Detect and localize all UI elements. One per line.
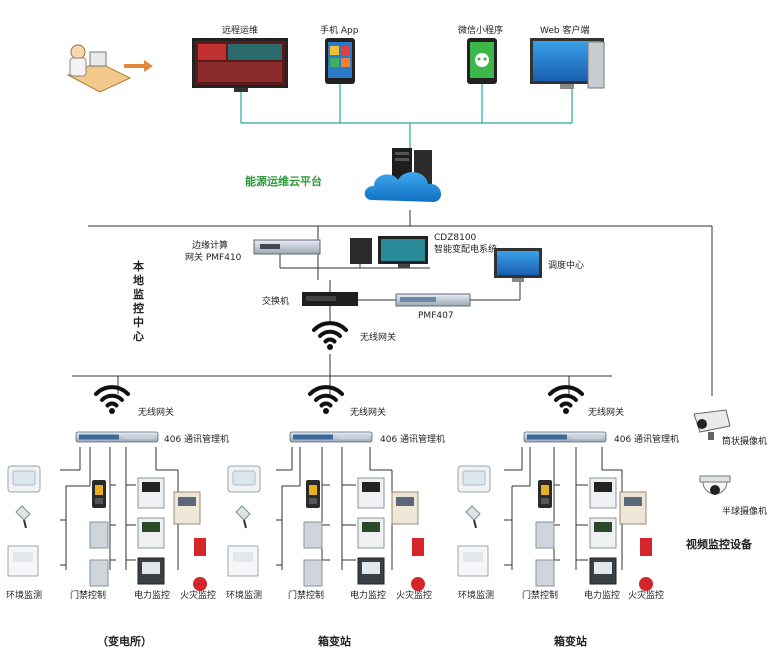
switch-label: 交换机	[262, 295, 289, 307]
fire-alarm-icons	[173, 491, 208, 592]
power-meter-icons	[137, 477, 165, 585]
fire-label: 火灾监控	[180, 589, 216, 601]
cdz-label-1: CDZ8100	[434, 233, 477, 243]
edge-gateway-label-1: 边缘计算	[192, 239, 228, 251]
switch-device	[302, 292, 358, 306]
fire-label: 火灾监控	[396, 589, 432, 601]
station-wireless-label: 无线网关	[588, 406, 624, 418]
door-label: 门禁控制	[522, 589, 558, 601]
station-name: 箱变站	[318, 634, 351, 648]
web-client-label: Web 客户端	[540, 24, 589, 36]
power-label: 电力监控	[350, 589, 386, 601]
wifi-icon	[548, 385, 584, 416]
power-meter-icons	[589, 477, 617, 585]
dome-camera-icon	[699, 475, 731, 495]
mobile-app-phone	[325, 38, 355, 84]
station-manager-label: 406 通讯管理机	[614, 433, 679, 445]
local-center-char: 监	[133, 287, 144, 301]
wifi-icon	[308, 385, 344, 416]
cdz-workstation	[350, 236, 428, 268]
pmf407-label: PMF407	[418, 311, 454, 321]
dispatch-label: 调度中心	[548, 259, 584, 271]
local-center-char: 地	[133, 273, 144, 287]
wifi-icon	[312, 321, 348, 352]
local-center-char: 本	[133, 259, 144, 273]
fire-alarm-icons	[391, 491, 426, 592]
env-sensor-icons	[227, 465, 261, 577]
video-label: 视频监控设备	[686, 537, 753, 551]
dispatch-monitor	[494, 248, 542, 282]
edge-gateway-label-2: 网关 PMF410	[185, 251, 242, 263]
remote-ops-label: 远程运维	[222, 24, 258, 36]
station-name: （变电所）	[97, 634, 152, 648]
operator-icon	[66, 44, 132, 93]
arrow-right-icon	[124, 60, 153, 72]
remote-ops-monitor	[192, 38, 288, 92]
station-name: 箱变站	[554, 634, 587, 648]
station-manager-label: 406 通讯管理机	[380, 433, 445, 445]
comm-manager-device	[523, 431, 607, 443]
connection-lines	[240, 84, 573, 150]
door-label: 门禁控制	[288, 589, 324, 601]
env-label: 环境监测	[6, 589, 42, 601]
env-sensor-icons	[7, 465, 41, 577]
wifi-icon	[94, 385, 130, 416]
station-manager-label: 406 通讯管理机	[164, 433, 229, 445]
mobile-app-label: 手机 App	[320, 24, 359, 36]
cdz-label-2: 智能变配电系统	[434, 243, 497, 255]
door-access-icons	[535, 479, 555, 587]
env-sensor-icons	[457, 465, 491, 577]
door-access-icons	[89, 479, 109, 587]
comm-manager-device	[75, 431, 159, 443]
power-label: 电力监控	[584, 589, 620, 601]
power-meter-icons	[357, 477, 385, 585]
web-client-computer	[530, 38, 605, 89]
pmf407-device	[395, 293, 471, 307]
edge-gateway-device	[253, 239, 321, 255]
local-center-char: 心	[133, 330, 144, 343]
dome-camera-label: 半球摄像机	[722, 505, 767, 517]
cloud-platform-label: 能源运维云平台	[245, 174, 322, 188]
station-lines	[60, 447, 623, 570]
fire-label: 火灾监控	[628, 589, 664, 601]
local-wireless-label: 无线网关	[360, 331, 396, 343]
door-label: 门禁控制	[70, 589, 106, 601]
wechat-label: 微信小程序	[458, 24, 503, 36]
local-center-char: 中	[133, 315, 144, 329]
bullet-camera-icon	[693, 409, 731, 440]
fire-alarm-icons	[619, 491, 654, 592]
bullet-camera-label: 筒状摄像机	[722, 435, 767, 447]
local-center-label: 本 地 监 控 中 心	[133, 259, 148, 343]
power-label: 电力监控	[134, 589, 170, 601]
station-wireless-label: 无线网关	[350, 406, 386, 418]
comm-manager-device	[289, 431, 373, 443]
env-label: 环境监测	[458, 589, 494, 601]
door-access-icons	[303, 479, 323, 587]
local-center-char: 控	[133, 301, 144, 315]
station-wireless-label: 无线网关	[138, 406, 174, 418]
cloud-icon	[364, 172, 442, 202]
env-label: 环境监测	[226, 589, 262, 601]
wechat-phone	[467, 38, 497, 84]
